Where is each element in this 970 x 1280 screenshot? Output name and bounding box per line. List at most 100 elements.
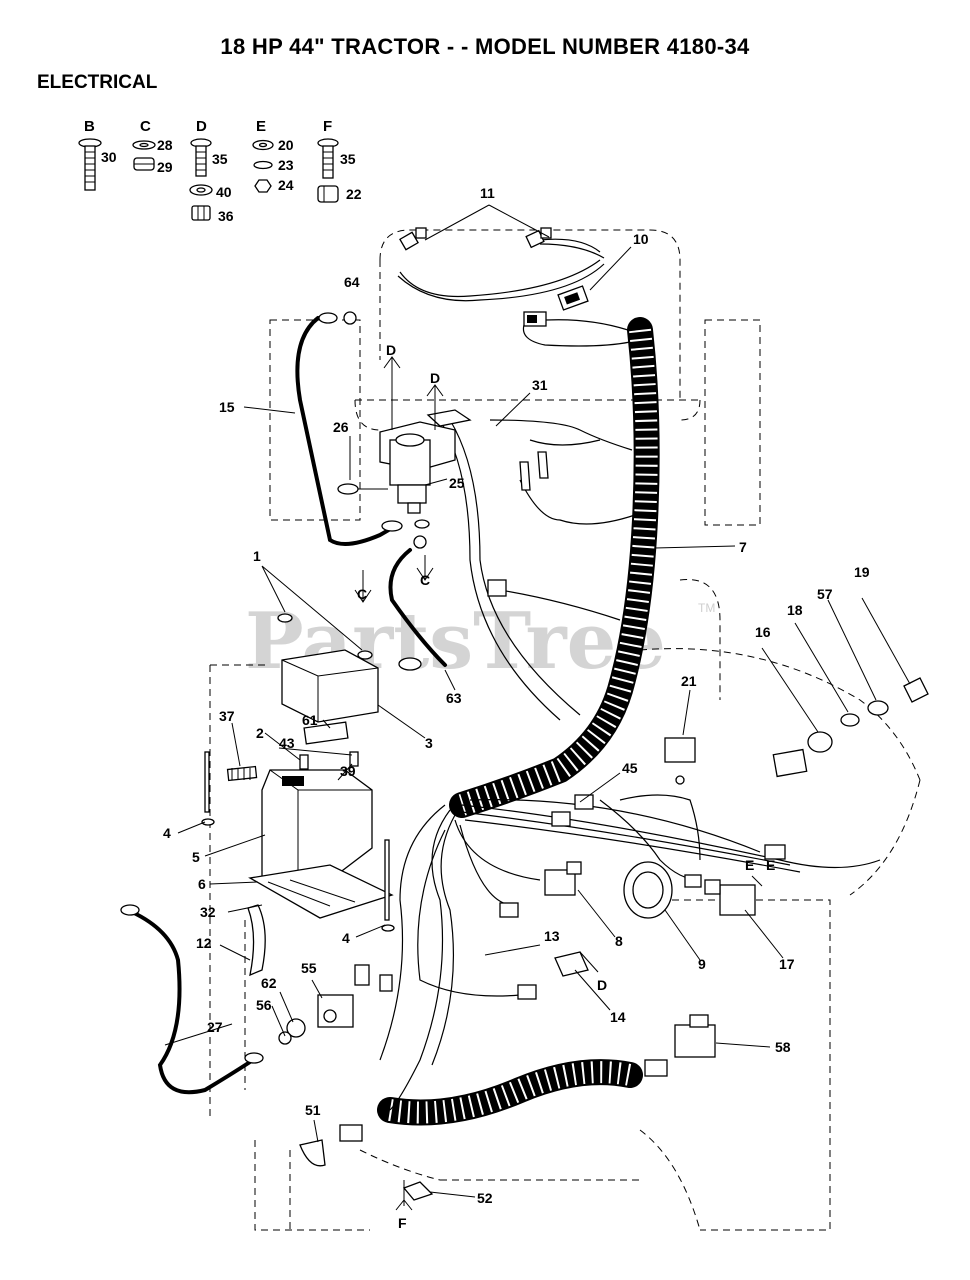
callout-d-2: D bbox=[430, 370, 440, 386]
callout-8: 8 bbox=[615, 933, 623, 949]
ignition-switch bbox=[772, 677, 929, 778]
headlight-harness bbox=[397, 227, 631, 347]
nut-icon bbox=[133, 157, 155, 171]
callout-2: 2 bbox=[256, 725, 264, 741]
watermark-trademark: TM bbox=[698, 601, 715, 615]
carriage-bolt-icon bbox=[317, 138, 339, 179]
callout-labels: 11 10 64 15 D D 31 26 25 7 1 C C 63 19 5… bbox=[163, 185, 870, 1231]
callout-d-3: D bbox=[597, 977, 607, 993]
main-harness-wires bbox=[379, 419, 881, 1111]
callout-13: 13 bbox=[544, 928, 560, 944]
callout-11: 11 bbox=[480, 185, 495, 201]
callout-63: 63 bbox=[446, 690, 462, 706]
lock-nut-icon bbox=[191, 205, 211, 221]
hw-part-40: 40 bbox=[216, 184, 232, 200]
hw-letter-d: D bbox=[196, 118, 207, 135]
callout-6: 6 bbox=[198, 876, 206, 892]
page-title: 18 HP 44" TRACTOR - - MODEL NUMBER 4180-… bbox=[220, 34, 750, 59]
callout-1: 1 bbox=[253, 548, 261, 564]
cable-terminal bbox=[318, 311, 430, 549]
switch-55 bbox=[278, 994, 354, 1045]
callout-61: 61 bbox=[302, 712, 318, 728]
callout-d-1: D bbox=[386, 342, 396, 358]
wire-conduit bbox=[377, 317, 660, 1126]
hw-part-36: 36 bbox=[218, 208, 234, 224]
hex-nut-icon bbox=[254, 179, 272, 193]
callout-4-a: 4 bbox=[163, 825, 171, 841]
callout-17: 17 bbox=[779, 956, 795, 972]
hw-part-29: 29 bbox=[157, 159, 173, 175]
callout-c-2: C bbox=[420, 572, 430, 588]
callout-e-2: E bbox=[766, 857, 775, 873]
callout-3: 3 bbox=[425, 735, 433, 751]
connectors-misc bbox=[299, 451, 786, 1167]
callout-43: 43 bbox=[279, 735, 295, 751]
callout-14: 14 bbox=[610, 1009, 626, 1025]
callout-f: F bbox=[398, 1215, 407, 1231]
callout-9: 9 bbox=[698, 956, 706, 972]
hw-letter-b: B bbox=[84, 118, 95, 135]
connector-plug bbox=[557, 285, 589, 311]
relay-17 bbox=[704, 879, 756, 916]
callout-5: 5 bbox=[192, 849, 200, 865]
cage-nut-icon bbox=[317, 185, 339, 203]
hw-letter-c: C bbox=[140, 118, 151, 135]
hour-meter bbox=[623, 861, 673, 919]
callout-64: 64 bbox=[344, 274, 360, 290]
callout-62: 62 bbox=[261, 975, 277, 991]
hw-part-35-d: 35 bbox=[212, 151, 228, 167]
callout-37: 37 bbox=[219, 708, 235, 724]
bolt-icon bbox=[78, 138, 102, 191]
relay-8 bbox=[544, 861, 582, 896]
flat-washer-icon bbox=[189, 184, 213, 196]
headlight-socket-left bbox=[399, 227, 427, 251]
section-heading: ELECTRICAL bbox=[37, 72, 158, 93]
callout-e-1: E bbox=[745, 857, 754, 873]
callout-56: 56 bbox=[256, 997, 272, 1013]
callout-52: 52 bbox=[477, 1190, 493, 1206]
pto-switch-58 bbox=[674, 1014, 716, 1058]
callout-39: 39 bbox=[340, 763, 356, 779]
callout-21: 21 bbox=[681, 673, 697, 689]
hw-letter-e: E bbox=[256, 118, 266, 135]
callout-51: 51 bbox=[305, 1102, 321, 1118]
screw-icon bbox=[190, 138, 212, 177]
callout-45: 45 bbox=[622, 760, 638, 776]
callout-4-b: 4 bbox=[342, 930, 350, 946]
hw-part-20: 20 bbox=[278, 137, 294, 153]
clip-14 bbox=[554, 951, 589, 977]
callout-32: 32 bbox=[200, 904, 216, 920]
solenoid-assembly bbox=[337, 409, 472, 514]
hw-part-30: 30 bbox=[101, 149, 117, 165]
hw-part-24: 24 bbox=[278, 177, 294, 193]
callout-18: 18 bbox=[787, 602, 803, 618]
washer-icon bbox=[252, 139, 274, 151]
callout-26: 26 bbox=[333, 419, 349, 435]
callout-c-1: C bbox=[357, 586, 367, 602]
callout-25: 25 bbox=[449, 475, 465, 491]
hw-part-23: 23 bbox=[278, 157, 294, 173]
callout-57: 57 bbox=[817, 586, 833, 602]
callout-10: 10 bbox=[633, 231, 649, 247]
callout-19: 19 bbox=[854, 564, 870, 580]
lock-washer-icon bbox=[132, 140, 156, 150]
leader-lines bbox=[164, 204, 911, 1198]
hw-part-22: 22 bbox=[346, 186, 362, 202]
seat-switch bbox=[664, 737, 696, 785]
callout-16: 16 bbox=[755, 624, 771, 640]
battery-group bbox=[201, 613, 395, 977]
callout-31: 31 bbox=[532, 377, 548, 393]
connector-plug-2 bbox=[523, 311, 547, 327]
callout-58: 58 bbox=[775, 1039, 791, 1055]
hw-letter-f: F bbox=[323, 118, 332, 135]
callout-15: 15 bbox=[219, 399, 235, 415]
callout-7: 7 bbox=[739, 539, 747, 555]
hardware-key: B 30 C 28 29 D 35 40 bbox=[78, 118, 362, 224]
battery-cables bbox=[120, 311, 447, 1095]
split-washer-icon bbox=[253, 160, 273, 170]
ground-terminal-52 bbox=[395, 1180, 434, 1211]
hw-part-28: 28 bbox=[157, 137, 173, 153]
hardware-markers bbox=[354, 356, 763, 973]
hw-part-35-f: 35 bbox=[340, 151, 356, 167]
